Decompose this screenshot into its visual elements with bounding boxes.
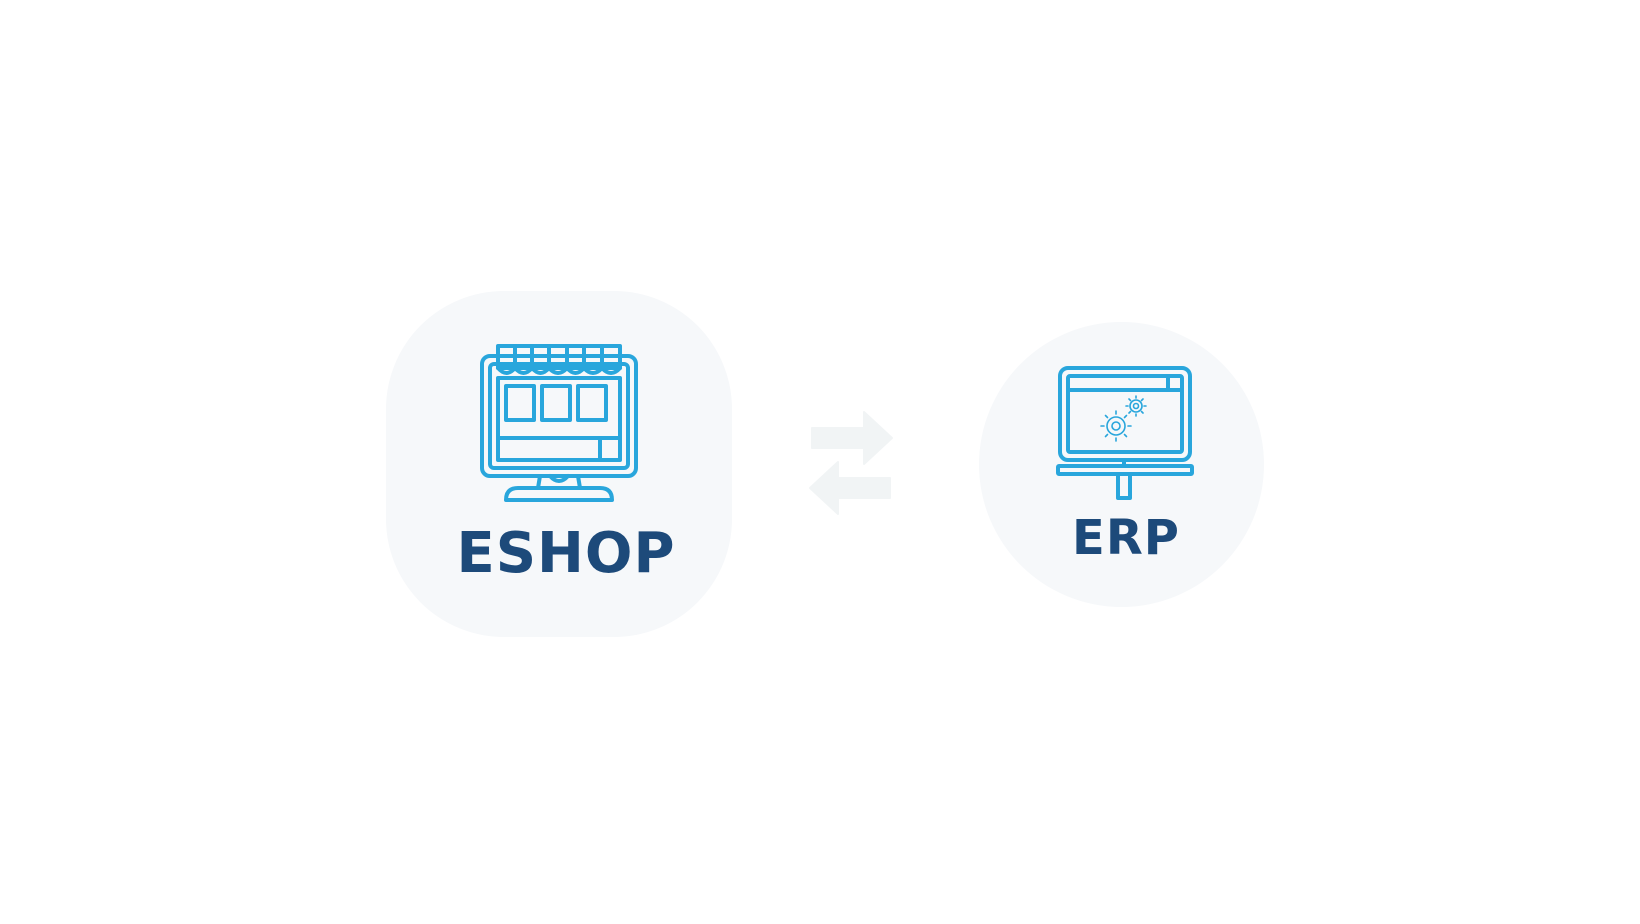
erp-label: ERP xyxy=(1072,510,1180,566)
eshop-label: ESHOP xyxy=(456,521,676,586)
monitor-gears-icon xyxy=(1056,366,1194,500)
bidirectional-arrows-icon xyxy=(809,411,893,515)
eshop-node-background xyxy=(386,291,732,637)
storefront-monitor-icon xyxy=(480,344,638,502)
